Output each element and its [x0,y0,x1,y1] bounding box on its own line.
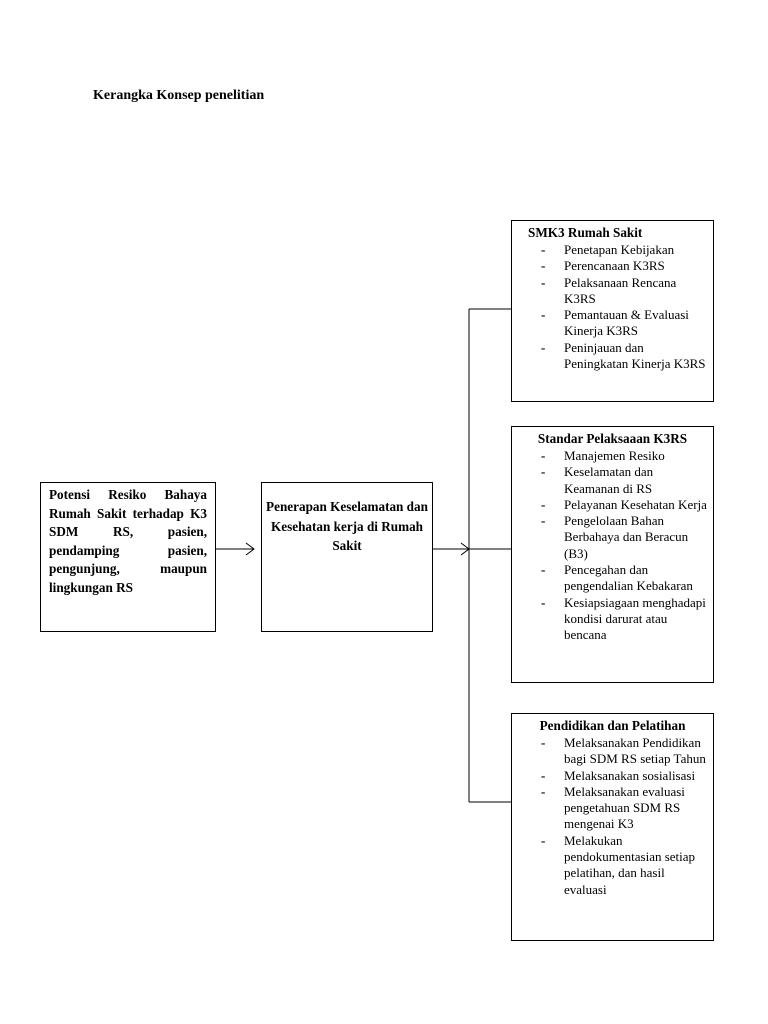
smk3-heading: SMK3 Rumah Sakit [528,225,643,240]
list-item: Kesiapsiagaan menghadapi kondisi darurat… [538,595,707,644]
list-item: Pelaksanaan Rencana K3RS [538,275,707,308]
list-item: Pengelolaan Bahan Berbahaya dan Beracun … [538,513,707,562]
list-item: Penetapan Kebijakan [538,242,707,259]
potensi-resiko-box: Potensi Resiko Bahaya Rumah Sakit terhad… [40,482,216,632]
list-item: Pencegahan dan pengendalian Kebakaran [538,562,707,595]
list-item: Perencanaan K3RS [538,258,707,275]
potensi-resiko-text: Potensi Resiko Bahaya Rumah Sakit terhad… [49,487,207,595]
list-item: Pemantauan & Evaluasi Kinerja K3RS [538,307,707,340]
standar-list: Manajemen Resiko Keselamatan dan Keamana… [518,448,707,644]
list-item: Keselamatan dan Keamanan di RS [538,464,707,497]
list-item: Melaksanakan sosialisasi [538,768,707,785]
standar-pelaksanaan-box: Standar Pelaksaaan K3RS Manajemen Resiko… [511,426,714,683]
pendidikan-pelatihan-box: Pendidikan dan Pelatihan Melaksanakan Pe… [511,713,714,941]
list-item: Melakukan pendokumentasian setiap pelati… [538,833,707,898]
list-item: Peninjauan dan Peningkatan Kinerja K3RS [538,340,707,373]
page-title: Kerangka Konsep penelitian [93,88,265,103]
list-item: Pelayanan Kesehatan Kerja [538,497,707,514]
pendidikan-list: Melaksanakan Pendidikan bagi SDM RS seti… [518,735,707,898]
standar-heading: Standar Pelaksaaan K3RS [537,431,688,446]
arrowhead-penerapan [245,542,255,556]
penerapan-k3-text: Penerapan Keselamatan dan Kesehatan kerj… [266,499,428,553]
smk3-box: SMK3 Rumah Sakit Penetapan Kebijakan Per… [511,220,714,402]
list-item: Melaksanakan evaluasi pengetahuan SDM RS… [538,784,707,833]
pendidikan-heading: Pendidikan dan Pelatihan [539,718,686,733]
smk3-list: Penetapan Kebijakan Perencanaan K3RS Pel… [518,242,707,372]
penerapan-k3-box: Penerapan Keselamatan dan Kesehatan kerj… [261,482,433,632]
list-item: Melaksanakan Pendidikan bagi SDM RS seti… [538,735,707,768]
list-item: Manajemen Resiko [538,448,707,465]
